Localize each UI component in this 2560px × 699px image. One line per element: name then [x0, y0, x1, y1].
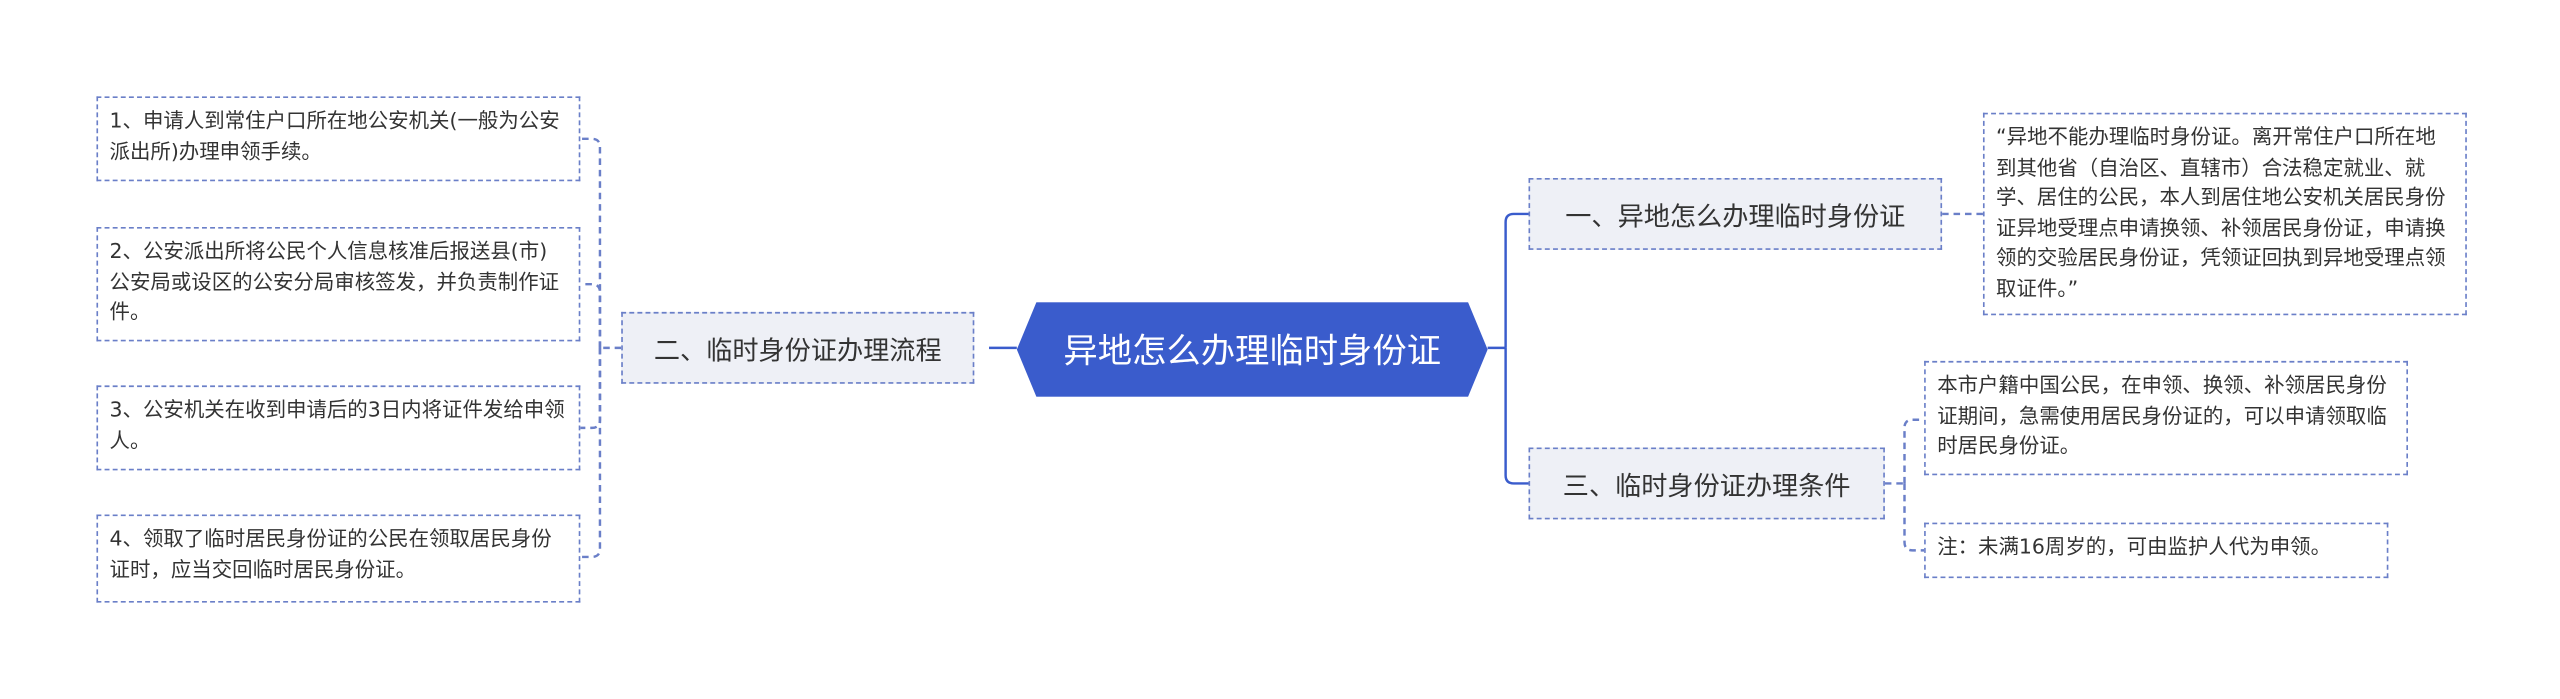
branch-topic-1[interactable]: 一、异地怎么办理临时身份证: [1528, 178, 1943, 250]
leaf-topic-2-2-text: 2、公安派出所将公民个人信息核准后报送县(市)公安局或设区的公安分局审核签发，并…: [109, 238, 560, 324]
leaf-topic-2-3[interactable]: 3、公安机关在收到申请后的3日内将证件发给申领人。: [96, 385, 581, 471]
branch-topic-3[interactable]: 三、临时身份证办理条件: [1528, 447, 1885, 520]
connector-branch-2-leaf-1: [580, 137, 602, 348]
leaf-topic-2-1[interactable]: 1、申请人到常住户口所在地公安机关(一般为公安派出所)办理申领手续。: [96, 96, 581, 182]
connector-root-branch-1: [1504, 212, 1529, 348]
branch-topic-2[interactable]: 二、临时身份证办理流程: [621, 311, 975, 384]
leaf-topic-2-4[interactable]: 4、领取了临时居民身份证的公民在领取居民身份证时，应当交回临时居民身份证。: [96, 514, 581, 603]
connector-branch-3-leaf-1: [1903, 418, 1925, 484]
leaf-topic-2-1-text: 1、申请人到常住户口所在地公安机关(一般为公安派出所)办理申领手续。: [109, 107, 560, 163]
leaf-topic-3-2[interactable]: 注：未满16周岁的，可由监护人代为申领。: [1924, 522, 2389, 579]
root-topic[interactable]: 异地怎么办理临时身份证: [1016, 302, 1488, 397]
root-topic-label: 异地怎么办理临时身份证: [1063, 331, 1442, 371]
connector-branch-2-leaf-3: [580, 347, 602, 430]
leaf-topic-2-2[interactable]: 2、公安派出所将公民个人信息核准后报送县(市)公安局或设区的公安分局审核签发，并…: [96, 227, 581, 342]
connector-root-branch-3: [1504, 347, 1529, 485]
leaf-topic-2-3-text: 3、公安机关在收到申请后的3日内将证件发给申领人。: [109, 396, 565, 452]
connector-branch-2-leaf-4: [580, 347, 602, 559]
leaf-topic-3-2-text: 注：未满16周岁的，可由监护人代为申领。: [1937, 534, 2332, 559]
connector-branch-2-leaf-2: [580, 282, 602, 348]
leaf-topic-2-4-text: 4、领取了临时居民身份证的公民在领取居民身份证时，应当交回临时居民身份证。: [109, 525, 552, 581]
branch-topic-2-label: 二、临时身份证办理流程: [653, 334, 942, 366]
branch-topic-1-label: 一、异地怎么办理临时身份证: [1565, 200, 1906, 232]
leaf-topic-3-1-text: 本市户籍中国公民，在申领、换领、补领居民身份证期间，急需使用居民身份证的，可以申…: [1937, 372, 2387, 458]
connector-branch-3-leaf-2: [1903, 483, 1925, 552]
leaf-topic-1-1-text: “异地不能办理临时身份证。离开常住户口所在地到其他省（自治区、直辖市）合法稳定就…: [1996, 124, 2446, 300]
leaf-topic-1-1[interactable]: “异地不能办理临时身份证。离开常住户口所在地到其他省（自治区、直辖市）合法稳定就…: [1982, 112, 2467, 316]
branch-topic-3-label: 三、临时身份证办理条件: [1562, 470, 1851, 502]
leaf-topic-3-1[interactable]: 本市户籍中国公民，在申领、换领、补领居民身份证期间，急需使用居民身份证的，可以申…: [1924, 360, 2409, 476]
